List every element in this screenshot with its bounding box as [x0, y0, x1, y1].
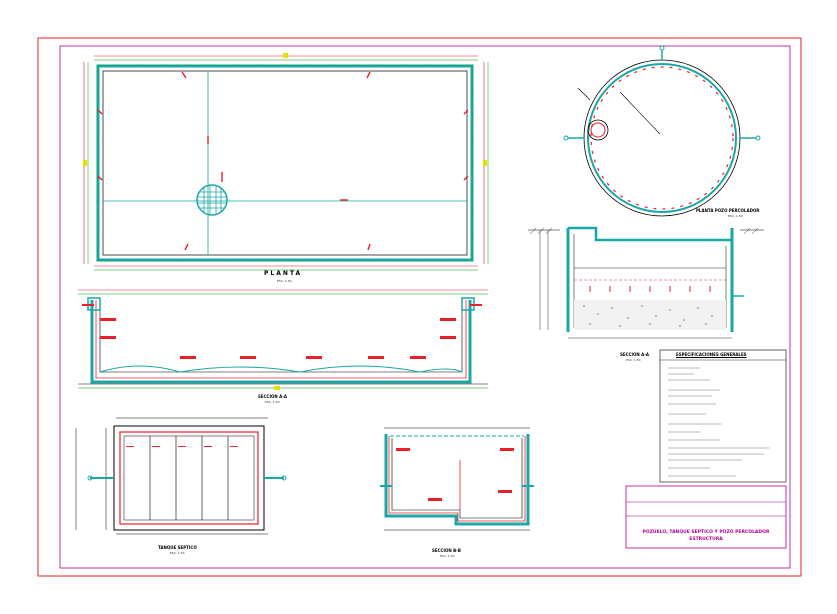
seccion-aa-left-title: SECCION A-A [258, 394, 287, 399]
seccion-bb-scale: ESC. 1:50 [440, 554, 455, 558]
title-block-line1: POZUELO, TANQUE SEPTICO Y POZO PERCOLADO… [642, 530, 770, 535]
seccion-bb-title: SECCION B-B [432, 548, 461, 553]
seccion-aa-right-scale: ESC. 1:50 [626, 358, 641, 362]
planta-pozo-view [563, 45, 761, 217]
seccion-aa-right-title: SECCION A-A [620, 352, 649, 357]
title-block-line2: ESTRUCTURA [689, 537, 723, 542]
outer-frame [37, 37, 802, 577]
planta-pozo-title: PLANTA POZO PERCOLADOR [696, 208, 760, 213]
specifications-title: ESPECIFICACIONES GENERALES [676, 352, 747, 357]
tanque-septico-view [75, 417, 287, 535]
planta-title: PLANTA [264, 270, 303, 277]
seccion-aa-left-scale: ESC. 1:50 [265, 400, 280, 404]
tanque-septico-title: TANQUE SEPTICO [158, 545, 197, 550]
specifications-table [659, 349, 787, 483]
planta-scale: ESC. 1:50 [277, 279, 292, 283]
seccion-aa-right-view [528, 226, 764, 339]
planta-view [83, 53, 489, 271]
seccion-aa-left-view [78, 289, 488, 390]
seccion-bb-view [380, 427, 534, 531]
title-block-box [625, 485, 787, 549]
inner-frame [59, 45, 791, 569]
tanque-septico-scale: ESC. 1:50 [170, 551, 185, 555]
planta-pozo-scale: ESC. 1:50 [728, 214, 743, 218]
